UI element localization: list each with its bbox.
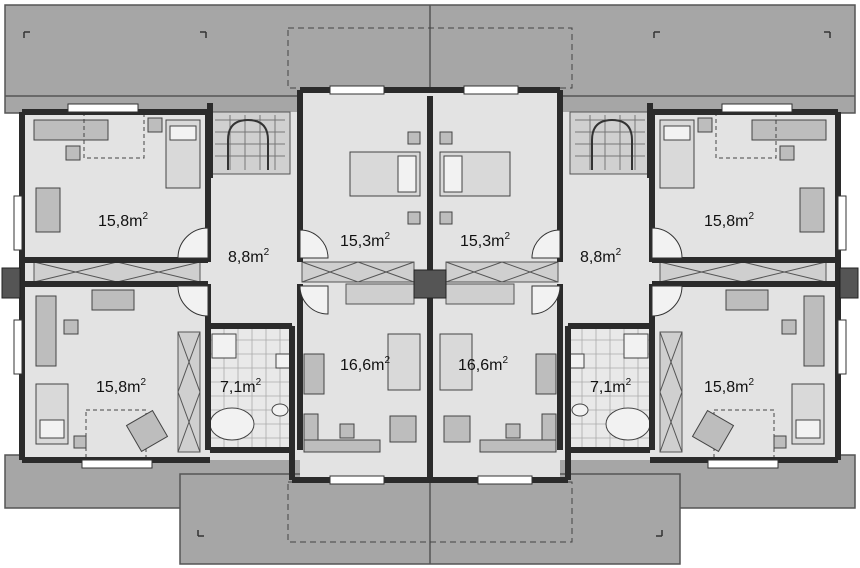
area-superscript: 2 [142, 211, 148, 222]
area-label-right-hall: 8,8m2 [580, 247, 622, 266]
area-superscript: 2 [748, 211, 754, 222]
area-value: 15,8m [704, 213, 748, 230]
area-superscript: 2 [504, 231, 510, 242]
area-superscript: 2 [616, 247, 622, 258]
area-superscript: 2 [384, 355, 390, 366]
area-value: 8,8m [580, 249, 616, 266]
chimneys [1, 267, 859, 299]
area-value: 15,8m [96, 379, 140, 396]
stairs-left [209, 111, 291, 175]
area-label-right-lower-bedroom: 15,8m2 [704, 377, 754, 396]
area-value: 16,6m [340, 357, 384, 374]
area-label-left-upper-bedroom: 15,8m2 [98, 211, 148, 230]
area-value: 15,3m [460, 233, 504, 250]
area-label-left-bath: 7,1m2 [220, 377, 262, 396]
area-label-left-lower-bedroom: 15,8m2 [96, 377, 146, 396]
door-arcs [177, 227, 683, 317]
area-value: 15,8m [704, 379, 748, 396]
area-labels: 15,8m2 8,8m2 15,3m2 15,3m2 8,8m2 15,8m2 … [96, 211, 754, 396]
area-label-right-upper-bedroom: 15,8m2 [704, 211, 754, 230]
area-superscript: 2 [264, 247, 270, 258]
area-value: 7,1m [590, 379, 626, 396]
wardrobes [33, 261, 827, 453]
area-value: 15,3m [340, 233, 384, 250]
area-superscript: 2 [256, 377, 262, 388]
area-value: 15,8m [98, 213, 142, 230]
area-value: 7,1m [220, 379, 256, 396]
area-value: 16,6m [458, 357, 502, 374]
area-label-left-hall: 8,8m2 [228, 247, 270, 266]
area-label-right-bath: 7,1m2 [590, 377, 632, 396]
area-superscript: 2 [626, 377, 632, 388]
area-superscript: 2 [384, 231, 390, 242]
area-label-right-lower-mid: 16,6m2 [458, 355, 508, 374]
area-superscript: 2 [140, 377, 146, 388]
windows [13, 85, 847, 485]
stairs-right [569, 111, 651, 175]
area-label-left-lower-mid: 16,6m2 [340, 355, 390, 374]
area-label-left-upper-mid: 15,3m2 [340, 231, 390, 250]
area-label-right-upper-mid: 15,3m2 [460, 231, 510, 250]
furniture [33, 109, 827, 459]
area-superscript: 2 [748, 377, 754, 388]
area-value: 8,8m [228, 249, 264, 266]
area-superscript: 2 [502, 355, 508, 366]
